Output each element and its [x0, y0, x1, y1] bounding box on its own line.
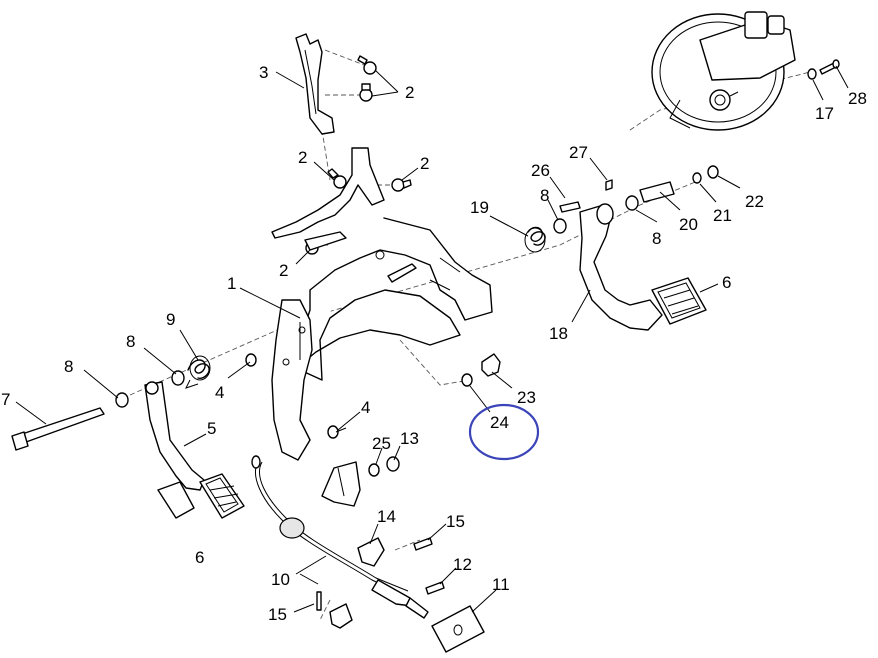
callout-6: 6	[195, 548, 204, 567]
clip-24	[461, 373, 473, 387]
callout-1: 1	[227, 274, 236, 293]
return-spring-9	[185, 355, 211, 389]
clutch-cable-10	[251, 455, 429, 619]
callout-24: 24	[490, 413, 509, 432]
screw-12	[425, 581, 445, 595]
assembly-guide-lines	[129, 49, 811, 621]
callout-23: 23	[517, 388, 536, 407]
leader-lines	[15, 65, 849, 613]
callout-8: 8	[126, 332, 135, 351]
callout-8: 8	[540, 186, 549, 205]
callout-18: 18	[549, 324, 568, 343]
callout-8: 8	[652, 229, 661, 248]
pedal-box-bracket-1	[271, 147, 493, 461]
callout-7: 7	[1, 390, 10, 409]
callout-8: 8	[64, 357, 73, 376]
pin-26	[559, 201, 581, 213]
clip-4-lower	[327, 425, 347, 439]
plate-11	[431, 605, 485, 653]
callout-21: 21	[713, 206, 732, 225]
washer-17	[807, 68, 817, 80]
bolt-2-mid-right	[391, 178, 412, 192]
callout-9: 9	[166, 310, 175, 329]
bolt-2-upper-a	[357, 55, 377, 75]
cable-clamp-14	[357, 537, 385, 567]
callout-20: 20	[679, 215, 698, 234]
lower-bracket	[321, 461, 361, 507]
callout-4: 4	[361, 398, 370, 417]
callout-labels: 3 2 2 2 2 26 27 19 8 8 8 8 20 21 22 17 2…	[1, 63, 867, 624]
clutch-pedal-5	[144, 381, 205, 519]
callout-26: 26	[531, 161, 550, 180]
washer-25	[368, 463, 380, 477]
callout-6: 6	[722, 273, 731, 292]
clip-15-lower	[329, 603, 353, 629]
bolt-2-mid-left	[327, 168, 347, 189]
callout-12: 12	[453, 555, 472, 574]
callout-11: 11	[492, 575, 510, 594]
bushing-8-right	[625, 195, 639, 211]
bolt-28	[819, 59, 840, 75]
highlight-ring-24	[468, 403, 540, 461]
link-plate-20	[639, 181, 675, 203]
callout-19: 19	[470, 198, 489, 217]
callout-15: 15	[446, 512, 465, 531]
callout-15: 15	[268, 605, 287, 624]
callout-2: 2	[279, 261, 288, 280]
nut-13	[386, 456, 400, 472]
callout-14: 14	[377, 507, 396, 526]
bushing-8-spring	[171, 370, 185, 386]
callout-17: 17	[815, 104, 834, 123]
screw-15-upper	[413, 537, 433, 551]
washer-21	[692, 172, 702, 184]
callout-28: 28	[848, 89, 867, 108]
callout-3: 3	[259, 63, 268, 82]
brake-pedal-18	[579, 203, 663, 331]
callout-27: 27	[569, 143, 588, 162]
screw-15-lower-bolt	[316, 591, 322, 611]
clip-27	[605, 179, 613, 191]
bolt-2-upper-b	[359, 83, 373, 102]
callout-25: 25	[372, 434, 391, 453]
pedal-pad-6-right	[651, 277, 707, 325]
nut-22	[707, 165, 719, 179]
callout-5: 5	[207, 419, 216, 438]
callout-13: 13	[400, 429, 419, 448]
pedal-pad-6-left	[199, 473, 245, 519]
brake-booster	[651, 11, 796, 131]
return-spring-19	[524, 226, 546, 253]
callout-22: 22	[745, 192, 764, 211]
stop-light-switch-23	[481, 353, 501, 377]
upper-bracket-3	[295, 33, 335, 135]
callout-2: 2	[405, 83, 414, 102]
bushing-8-left	[115, 392, 129, 408]
callout-2: 2	[420, 154, 429, 173]
callout-2: 2	[298, 148, 307, 167]
bushing-8-top	[553, 218, 567, 234]
callout-10: 10	[271, 570, 290, 589]
callout-4: 4	[215, 383, 224, 402]
pivot-bolt-7	[11, 407, 105, 451]
